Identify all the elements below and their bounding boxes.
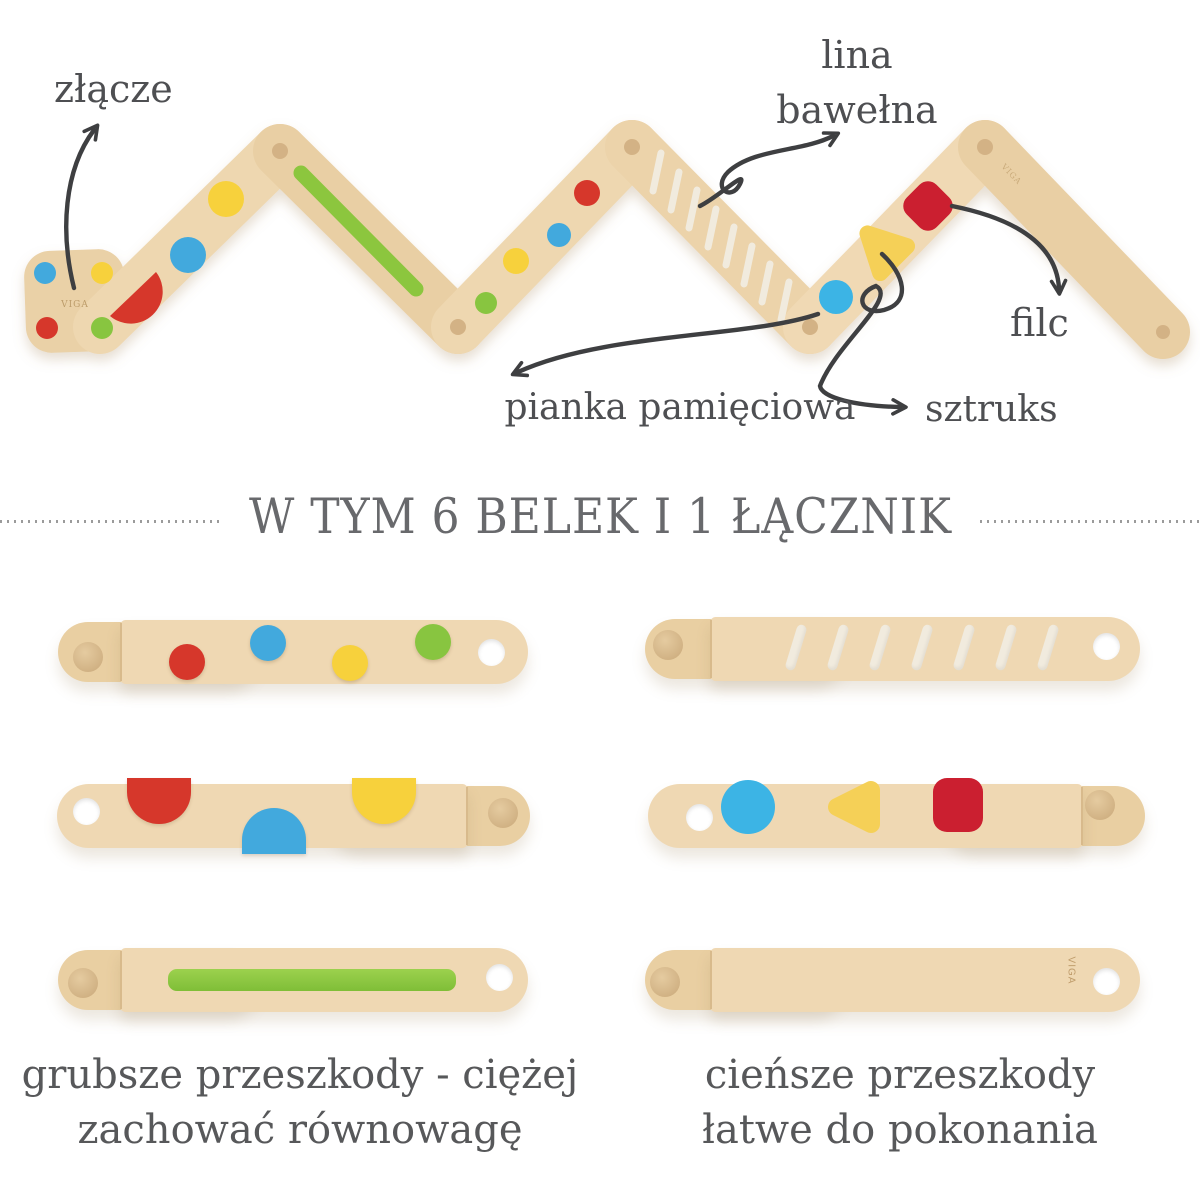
beam-thin-textures: [648, 778, 1145, 848]
obstacle-memory-foam: [819, 280, 853, 314]
peg-hole: [486, 964, 513, 991]
label-lina-line2: bawełna: [776, 88, 938, 133]
obstacle-red-small: [574, 180, 600, 206]
caption-thick-line1: grubsze przeszkody - ciężej: [21, 1052, 579, 1098]
obstacle-blue-small: [547, 223, 571, 247]
corduroy-triangle: [828, 781, 880, 833]
obstacle-blue-circle: [170, 237, 206, 273]
annotation-arrows: [64, 123, 1068, 416]
knob-red: [169, 644, 205, 680]
wooden-peg: [1085, 790, 1115, 820]
caption-thin-line1: cieńsze przeszkody: [704, 1052, 1096, 1098]
beam-seam: [1081, 787, 1083, 845]
wooden-peg: [653, 630, 683, 660]
connector-dot-green: [91, 317, 113, 339]
cotton-rope-laces: [649, 149, 793, 324]
beam-seam: [710, 951, 712, 1009]
label-sztruks: sztruks: [925, 389, 1058, 430]
zlacze-arrow-icon: [64, 123, 100, 291]
peg-hole: [686, 804, 713, 831]
caption-thin-beams: cieńsze przeszkody łatwe do pokonania: [600, 1048, 1200, 1158]
label-filc: filc: [1010, 301, 1069, 345]
beam-thin-plain: VIGA: [645, 948, 1140, 1012]
beam-thick-knobs: [58, 620, 528, 684]
balance-beam-zigzag-scene: VIGA VIGA: [24, 120, 1190, 416]
label-lina-line1: lina: [821, 33, 893, 77]
label-zlacze: złącze: [54, 67, 173, 111]
beam-seam: [710, 620, 712, 678]
beam-seam: [120, 951, 122, 1009]
beam-seam: [120, 623, 122, 681]
filc-arrow-icon: [949, 203, 1068, 296]
caption-thick-line2: zachować równowagę: [77, 1107, 523, 1154]
wooden-peg: [68, 968, 98, 998]
beam-thick-domes: [57, 778, 530, 854]
caption-thick-beams: grubsze przeszkody - ciężej zachować rów…: [0, 1048, 600, 1158]
caption-thin-line2: łatwe do pokonania: [702, 1107, 1098, 1154]
green-bar: [168, 969, 456, 991]
peg-hole: [1093, 633, 1120, 660]
lina-arrow-icon: [697, 131, 841, 209]
peg-hole: [73, 798, 100, 825]
wooden-peg: [73, 642, 103, 672]
beam-thick-bar: [58, 948, 528, 1012]
obstacle-red-dome: [110, 272, 163, 324]
beam-seam: [466, 787, 468, 845]
beam-plain: [958, 120, 1190, 359]
brand-logo-plain-beam: VIGA: [1065, 956, 1077, 985]
sztruks-arrow-icon: [817, 251, 908, 416]
label-pianka: pianka pamięciowa: [504, 387, 856, 428]
memory-foam-circle: [721, 780, 775, 834]
label-lina-bawelna: lina bawełna: [752, 28, 962, 138]
peg-hole: [478, 639, 505, 666]
section-heading-wrap: W TYM 6 BELEK I 1 ŁĄCZNIK: [0, 488, 1200, 545]
connector-dot-red: [36, 317, 58, 339]
knob-blue: [250, 625, 286, 661]
felt-square: [933, 778, 983, 832]
beam-thin-ropes: [645, 617, 1140, 681]
beam-cotton-ropes: [605, 120, 837, 354]
pivot-dots: [272, 139, 1170, 339]
obstacle-yellow-circle: [208, 181, 244, 217]
peg-hole: [1093, 968, 1120, 995]
wooden-peg: [488, 798, 518, 828]
knob-yellow: [332, 645, 368, 681]
obstacle-green-bar: [293, 165, 424, 297]
obstacle-felt-square: [903, 181, 953, 231]
beam-body: [710, 948, 1140, 1012]
pianka-arrow-icon: [510, 311, 821, 378]
obstacle-green-small: [475, 292, 497, 314]
section-heading: W TYM 6 BELEK I 1 ŁĄCZNIK: [223, 488, 977, 545]
connector-dot-blue: [34, 262, 56, 284]
connector-dot-yellow: [91, 262, 113, 284]
obstacle-corduroy-triangle: [859, 225, 916, 282]
brand-logo-connector: VIGA: [60, 300, 89, 310]
knob-green: [415, 624, 451, 660]
wooden-peg: [650, 967, 680, 997]
obstacle-yellow-small: [503, 248, 529, 274]
dome-blue: [242, 808, 306, 854]
